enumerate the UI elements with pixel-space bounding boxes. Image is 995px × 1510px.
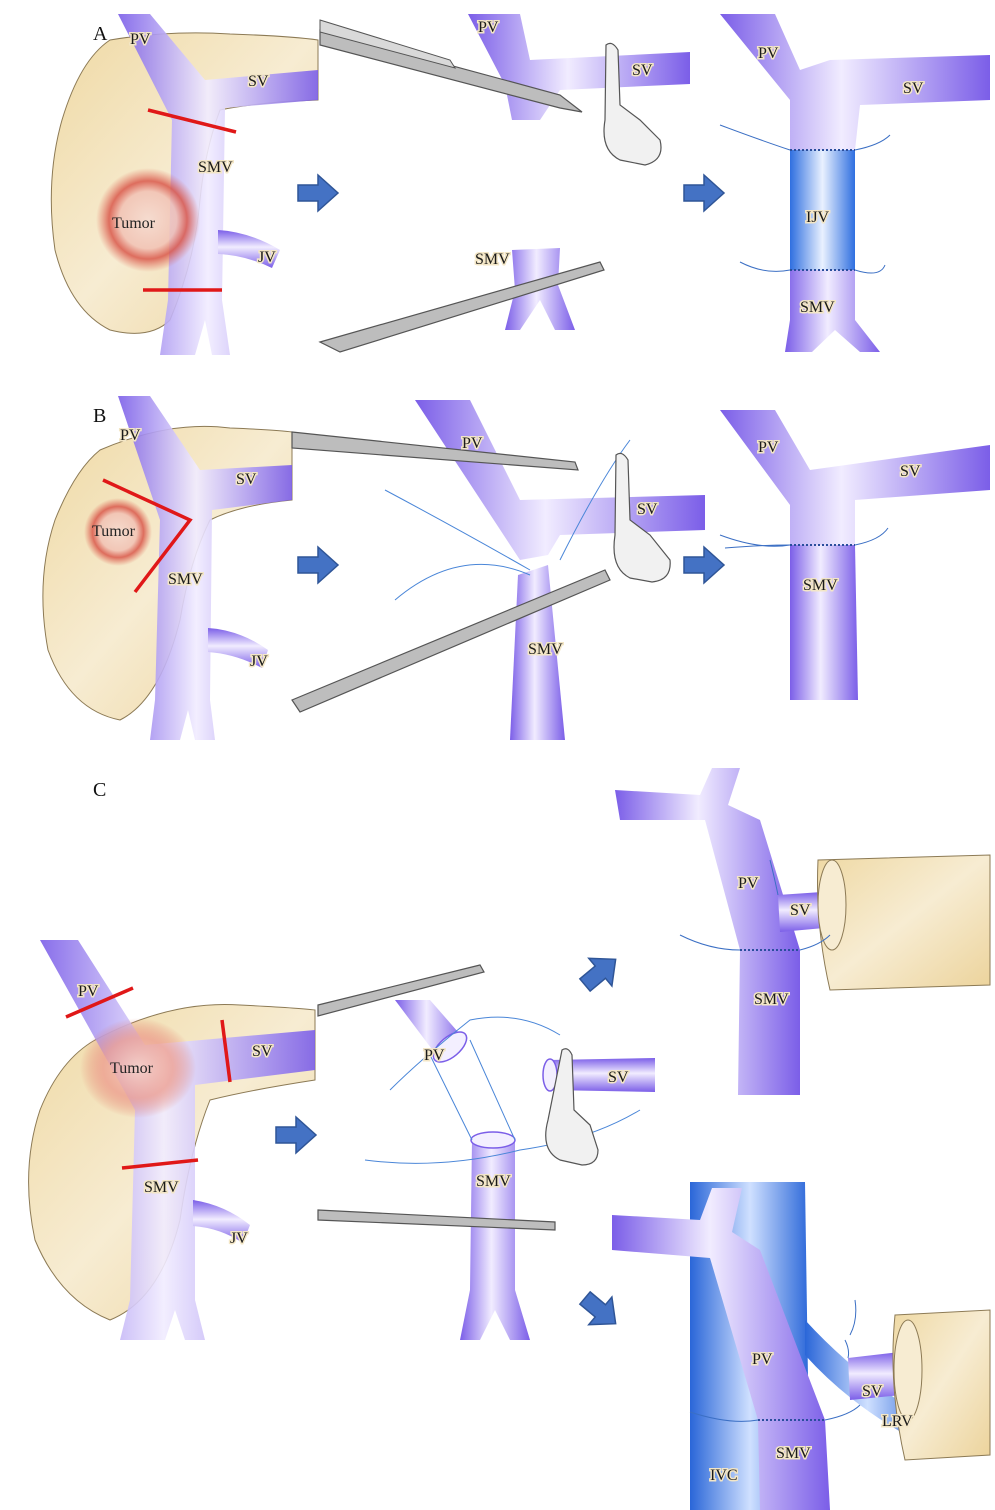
label-pv: PV [424,1047,445,1064]
label-sv: SV [790,902,811,919]
step-arrow [298,175,338,211]
vascular-clamp [292,432,578,470]
label-pv: PV [758,439,779,456]
label-sv: SV [248,73,269,90]
label-pv: PV [462,435,483,452]
label-smv: SMV [528,641,563,658]
panel-b-letter: B [93,405,106,427]
step-arrow [684,547,724,583]
panel-c: C PV SV SMV Tumor JV P [29,768,990,1510]
pv-vessel [468,14,690,120]
label-smv: SMV [475,251,510,268]
label-smv: SMV [754,991,789,1008]
panel-a-step3-illustration: PV SV IJV SMV [720,14,990,352]
pv-vessel [615,768,800,1095]
smv-vessel [790,545,858,700]
pancreas-cut-surface [818,860,846,950]
label-jv: JV [230,1230,248,1247]
panel-c-step2-illustration: PV SV SMV [318,965,655,1340]
pv-vessel [720,410,990,545]
label-pv: PV [78,983,99,1000]
label-sv: SV [900,463,921,480]
panel-b: B PV SV SMV Tumor JV PV SV SMV [43,396,990,740]
panel-b-step2-illustration: PV SV SMV [292,400,705,740]
label-lrv: LRV [882,1413,913,1430]
label-pv: PV [752,1351,773,1368]
label-tumor: Tumor [112,215,156,232]
label-smv: SMV [800,299,835,316]
panel-c-result-bottom-illustration: PV SV SMV IVC LRV [612,1182,990,1510]
label-smv: SMV [776,1445,811,1462]
panel-c-letter: C [93,779,106,801]
label-sv: SV [236,471,257,488]
label-sv: SV [252,1043,273,1060]
step-arrow [684,175,724,211]
label-sv: SV [862,1383,883,1400]
label-tumor: Tumor [92,523,136,540]
label-sv: SV [637,501,658,518]
pv-vessel [720,14,990,150]
label-pv: PV [130,31,151,48]
label-smv: SMV [803,577,838,594]
label-graft: IJV [806,209,830,226]
panel-a-step2-illustration: PV SV SMV [320,14,690,352]
label-smv: SMV [168,571,203,588]
label-pv: PV [478,19,499,36]
arrow-to-result-top [573,945,627,998]
label-ivc: IVC [710,1467,738,1484]
panel-a-step1-illustration: PV SV SMV Tumor JV [51,14,318,355]
panel-a: A PV SV SMV Tumor JV PV SV SMV [51,14,990,355]
label-smv: SMV [476,1173,511,1190]
label-smv: SMV [198,159,233,176]
label-pv: PV [738,875,759,892]
label-sv: SV [608,1069,629,1086]
step-arrow [573,1284,627,1337]
smv-stump [471,1132,515,1148]
panel-b-step3-illustration: PV SV SMV [720,410,990,700]
label-jv: JV [250,653,268,670]
pv-vessel [415,400,705,560]
vascular-clamp [318,1210,555,1230]
panel-c-step1-illustration: PV SV SMV Tumor JV [29,940,315,1340]
step-arrow [573,945,627,998]
pancreas-cut-surface [894,1320,922,1420]
step-arrow [298,547,338,583]
label-sv: SV [632,62,653,79]
step-arrow [276,1117,316,1153]
label-jv: JV [258,249,276,266]
label-tumor: Tumor [110,1060,154,1077]
panel-a-letter: A [93,23,108,45]
arrow-to-result-bottom [573,1284,627,1337]
label-pv: PV [758,45,779,62]
vascular-clamp [318,965,484,1016]
label-pv: PV [120,427,141,444]
smv-vessel [460,1138,530,1340]
panel-b-step1-illustration: PV SV SMV Tumor JV [43,396,292,740]
label-sv: SV [903,80,924,97]
label-smv: SMV [144,1179,179,1196]
panel-c-result-top-illustration: PV SV SMV [615,768,990,1095]
